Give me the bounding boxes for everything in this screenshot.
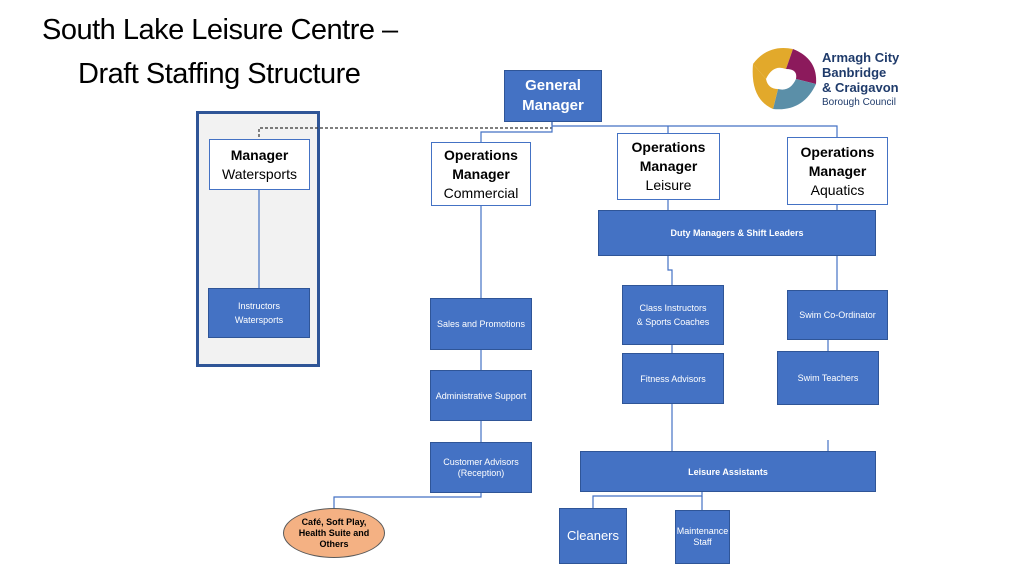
cleaners-label: Cleaners (566, 528, 620, 543)
page-title-line-2: Draft Staffing Structure (78, 58, 361, 90)
logo-segment-gold-lower (752, 64, 778, 109)
manager-watersports-node: Manager Watersports (209, 139, 310, 190)
ops-aquatics-dept: Aquatics (810, 181, 865, 198)
connector-gm-commercial (480, 122, 553, 142)
fitness-advisors-node: Fitness Advisors (622, 353, 724, 404)
customer-advisors-line-1: Customer Advisors (443, 456, 519, 467)
class-instructors-line-2: & Sports Coaches (636, 317, 710, 327)
council-name-line-1: Armagh City (822, 50, 900, 65)
council-name-line-4: Borough Council (822, 97, 896, 108)
fitness-advisors-label: Fitness Advisors (640, 373, 706, 384)
council-logo (752, 48, 817, 110)
ops-manager-aquatics-node: Operations Manager Aquatics (787, 137, 888, 205)
instructors-line-1: Instructors (237, 301, 280, 311)
ops-leisure-dept: Leisure (645, 177, 692, 193)
administrative-support-node: Administrative Support (430, 370, 532, 421)
logo-segment-teal (773, 79, 816, 110)
administrative-support-label: Administrative Support (435, 390, 527, 401)
council-name-line-2: Banbridge (822, 65, 887, 80)
connector-gm-aquatics (552, 125, 838, 137)
logo-segment-plum (786, 49, 817, 84)
instructors-watersports-node: Instructors Watersports (208, 288, 310, 338)
dashed-connector (258, 122, 553, 139)
swim-teachers-node: Swim Teachers (777, 351, 879, 405)
customer-advisors-line-2: (Reception) (457, 467, 505, 478)
connector-customer-cafe (333, 493, 482, 508)
council-name-line-3: & Craigavon (822, 80, 899, 95)
manager-watersports-dept: Watersports (222, 165, 297, 182)
connector-duty-class (667, 256, 673, 285)
class-instructors-line-1: Class Instructors (639, 303, 707, 313)
maintenance-staff-node: Maintenance Staff (675, 510, 730, 564)
ops-commercial-title: Operations Manager (444, 146, 518, 182)
ops-aquatics-title: Operations Manager (800, 143, 875, 179)
general-manager-label: General Manager (522, 77, 584, 114)
customer-advisors-node: Customer Advisors (Reception) (430, 442, 532, 493)
duty-managers-node: Duty Managers & Shift Leaders (598, 210, 876, 256)
sales-promotions-node: Sales and Promotions (430, 298, 532, 350)
swim-coordinator-label: Swim Co-Ordinator (799, 310, 876, 320)
ops-leisure-title: Operations Manager (631, 139, 706, 174)
general-manager-node: General Manager (504, 70, 602, 122)
connector-assistants-cleaners (592, 492, 703, 508)
maintenance-staff-label: Maintenance Staff (676, 526, 729, 547)
cleaners-node: Cleaners (559, 508, 627, 564)
logo-segment-gold (753, 48, 793, 79)
ops-commercial-dept: Commercial (443, 184, 519, 201)
cafe-soft-play-label: Café, Soft Play, Health Suite and Others (298, 516, 370, 549)
instructors-line-2: Watersports (234, 315, 284, 325)
council-name: Armagh City Banbridge & Craigavon Boroug… (822, 50, 899, 110)
swim-coordinator-node: Swim Co-Ordinator (787, 290, 888, 340)
leisure-assistants-node: Leisure Assistants (580, 451, 876, 492)
ops-manager-leisure-node: Operations Manager Leisure (617, 133, 720, 200)
page-title-line-1: South Lake Leisure Centre – (42, 14, 398, 46)
duty-managers-label: Duty Managers & Shift Leaders (670, 228, 804, 238)
cafe-soft-play-node: Café, Soft Play, Health Suite and Others (283, 508, 385, 558)
swim-teachers-label: Swim Teachers (797, 373, 859, 383)
leisure-assistants-label: Leisure Assistants (688, 466, 768, 477)
class-instructors-node: Class Instructors & Sports Coaches (622, 285, 724, 345)
sales-promotions-label: Sales and Promotions (436, 319, 526, 329)
manager-watersports-title: Manager (230, 146, 289, 163)
ops-manager-commercial-node: Operations Manager Commercial (431, 142, 531, 206)
